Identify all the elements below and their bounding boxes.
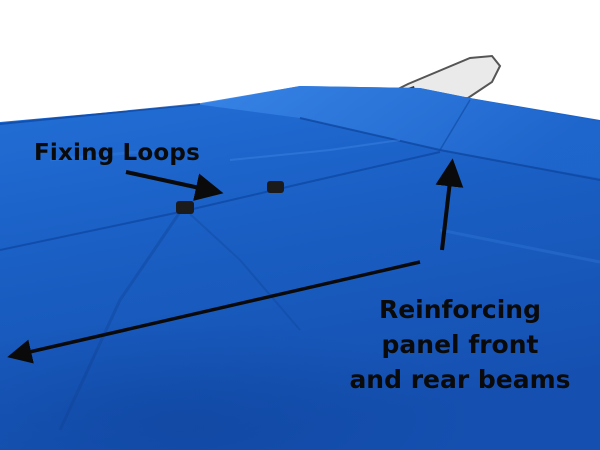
reinforcing-panel bbox=[195, 86, 600, 178]
arrow-to-front-beam bbox=[7, 260, 421, 364]
reinforcing-label-line-2: panel front bbox=[381, 330, 539, 359]
arrow-to-fixing-loops bbox=[125, 170, 224, 201]
fixing-loops-label: Fixing Loops bbox=[34, 140, 200, 166]
fixing-loop-left bbox=[176, 201, 194, 214]
fixing-loop-right bbox=[267, 181, 284, 193]
reinforcing-label-line-1: Reinforcing bbox=[378, 295, 542, 324]
arrow-to-rear-beam bbox=[435, 158, 464, 251]
reinforcing-panel-label: Reinforcing panel front and rear beams bbox=[336, 292, 584, 397]
reinforcing-label-line-3: and rear beams bbox=[349, 365, 571, 394]
